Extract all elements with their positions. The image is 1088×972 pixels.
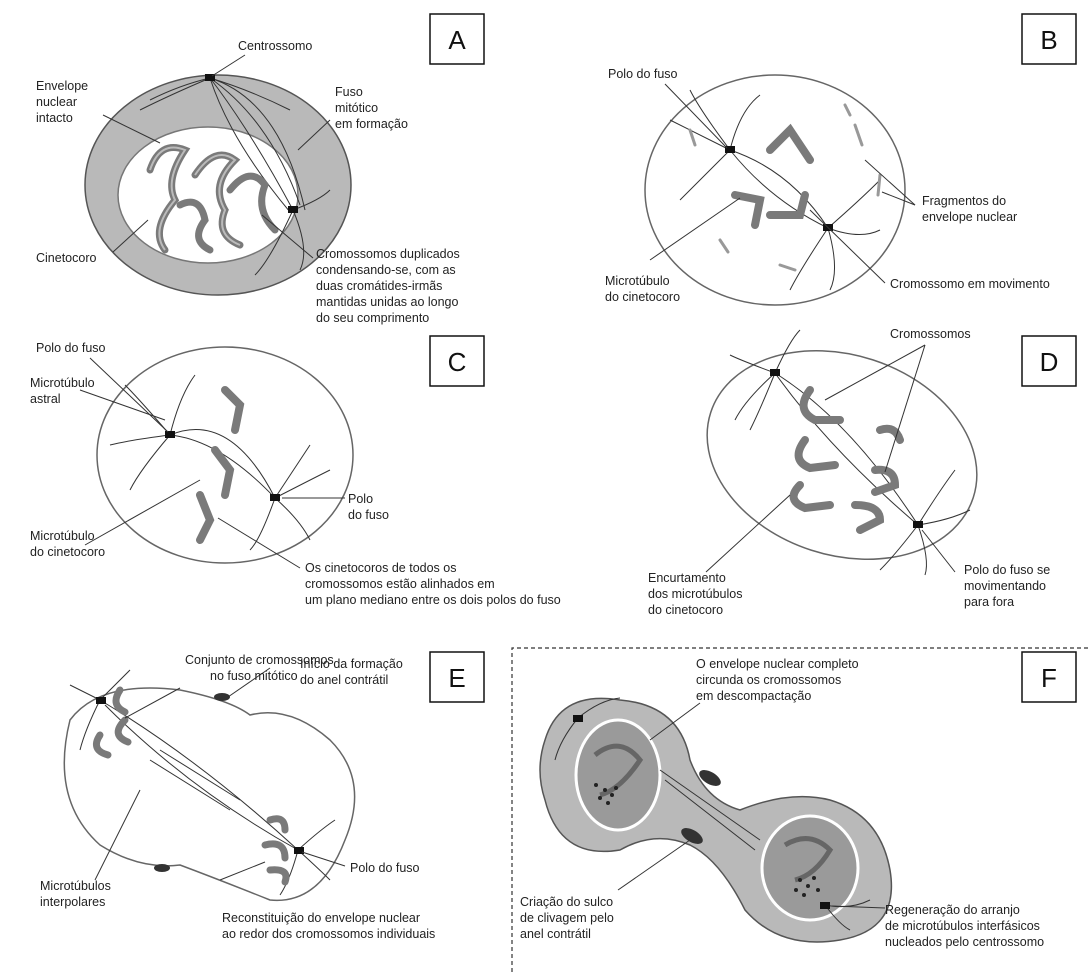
label-fuso-1: Fuso [335, 85, 363, 99]
label-encurtamento-3: do cinetocoro [648, 603, 723, 617]
label-polo-d3: para fora [964, 595, 1014, 609]
label-alinhados-1: Os cinetocoros de todos os [305, 561, 456, 575]
label-fuso-3: em formação [335, 117, 408, 131]
label-fragmentos-2: envelope nuclear [922, 210, 1017, 224]
centrosome-a2 [288, 206, 298, 213]
label-reconstituicao-1: Reconstituição do envelope nuclear [222, 911, 420, 925]
panel-e-letter: E [448, 663, 465, 693]
label-microtubulo-b1: Microtúbulo [605, 274, 670, 288]
label-inicio-1: Início da formação [300, 657, 403, 671]
label-polo-c1: Polo do fuso [36, 341, 106, 355]
panel-b: B Polo do fuso Fragmento [605, 14, 1076, 305]
spindle-pole-e2 [294, 847, 304, 854]
panel-b-letter: B [1040, 25, 1057, 55]
label-cinetocoro-c1: Microtúbulo [30, 529, 95, 543]
centrosome-f1 [573, 715, 583, 722]
label-inicio-2: do anel contrátil [300, 673, 388, 687]
prometaphase-cell [645, 75, 905, 305]
label-polo-d1: Polo do fuso se [964, 563, 1050, 577]
label-cromossomos-5: do seu comprimento [316, 311, 429, 325]
label-cromossomos-2: condensando-se, com as [316, 263, 456, 277]
panel-d: D Cromossomos Encurtamento dos microt [648, 317, 1076, 617]
label-cinetocoro-c2: do cinetocoro [30, 545, 105, 559]
spindle-pole-c1 [165, 431, 175, 438]
spindle-pole-c2 [270, 494, 280, 501]
label-astral-2: astral [30, 392, 61, 406]
label-envelope-f2: circunda os cromossomos [696, 673, 841, 687]
panel-a-letter: A [448, 25, 466, 55]
contractile-ring-e2 [154, 864, 170, 872]
label-conjunto-2: no fuso mitótico [210, 669, 298, 683]
panel-f: F O envelope nuclear completo ci [512, 648, 1088, 972]
label-regeneracao-3: nucleados pelo centrossomo [885, 935, 1044, 949]
panel-f-letter: F [1041, 663, 1057, 693]
label-polo-b: Polo do fuso [608, 67, 678, 81]
nucleus-f2 [762, 816, 858, 920]
centrosome-f2 [820, 902, 830, 909]
label-envelope-1: Envelope [36, 79, 88, 93]
label-fragmentos-1: Fragmentos do [922, 194, 1006, 208]
label-encurtamento-2: dos microtúbulos [648, 587, 743, 601]
label-polo-d2: movimentando [964, 579, 1046, 593]
panel-a: A Centro [36, 14, 484, 325]
label-polo-e: Polo do fuso [350, 861, 420, 875]
spindle-pole-d1 [770, 369, 780, 376]
nucleus-f1 [576, 720, 660, 830]
label-sulco-2: de clivagem pelo [520, 911, 614, 925]
label-microtubulo-b2: do cinetocoro [605, 290, 680, 304]
label-interpolares-1: Microtúbulos [40, 879, 111, 893]
label-reconstituicao-2: ao redor dos cromossomos individuais [222, 927, 435, 941]
label-regeneracao-1: Regeneração do arranjo [885, 903, 1020, 917]
prophase-nucleus [118, 127, 298, 263]
label-astral-1: Microtúbulo [30, 376, 95, 390]
label-sulco-1: Criação do sulco [520, 895, 613, 909]
label-alinhados-2: cromossomos estão alinhados em [305, 577, 495, 591]
label-envelope-2: nuclear [36, 95, 77, 109]
label-fuso-2: mitótico [335, 101, 378, 115]
panel-d-letter: D [1040, 347, 1059, 377]
label-polo-c2-1: Polo [348, 492, 373, 506]
panel-e: E Conjunto de cromoss [40, 652, 484, 941]
label-envelope-3: intacto [36, 111, 73, 125]
label-alinhados-3: um plano mediano entre os dois polos do … [305, 593, 561, 607]
label-cromossomos-1: Cromossomos duplicados [316, 247, 460, 261]
panel-c: C Polo do fuso Microtúbulo astral Polo d… [30, 336, 561, 607]
label-regeneracao-2: de microtúbulos interfásicos [885, 919, 1040, 933]
label-cinetocoro-a: Cinetocoro [36, 251, 96, 265]
label-centrossomo: Centrossomo [238, 39, 312, 53]
contractile-ring-e1 [214, 693, 230, 701]
label-sulco-3: anel contrátil [520, 927, 591, 941]
label-cromossomos-4: mantidas unidas ao longo [316, 295, 459, 309]
label-movimento: Cromossomo em movimento [890, 277, 1050, 291]
spindle-pole-e1 [96, 697, 106, 704]
label-interpolares-2: interpolares [40, 895, 105, 909]
label-envelope-f3: em descompactação [696, 689, 811, 703]
label-envelope-f1: O envelope nuclear completo [696, 657, 859, 671]
label-cromossomos-d: Cromossomos [890, 327, 971, 341]
label-encurtamento-1: Encurtamento [648, 571, 726, 585]
label-cromossomos-3: duas cromátides-irmãs [316, 279, 442, 293]
spindle-pole-d2 [913, 521, 923, 528]
panel-c-letter: C [448, 347, 467, 377]
label-polo-c2-2: do fuso [348, 508, 389, 522]
